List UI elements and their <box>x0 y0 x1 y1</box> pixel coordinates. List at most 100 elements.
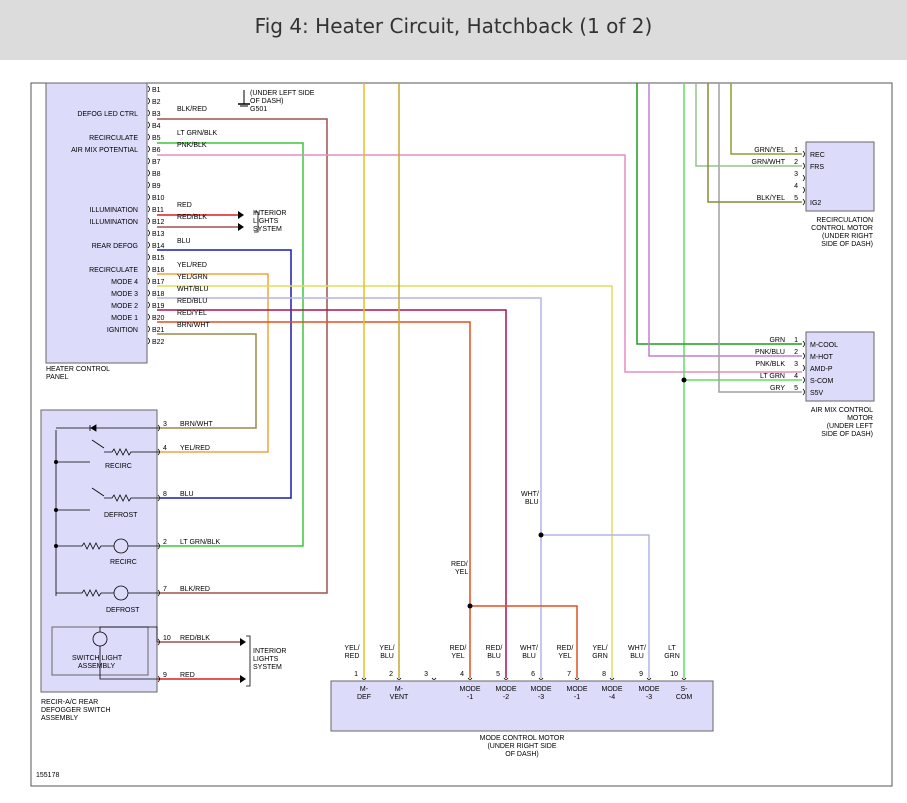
mode-wire-label: GRN <box>592 653 608 660</box>
panel-wire-label: RED/BLU <box>177 298 207 305</box>
mode-pin-function: -2 <box>503 694 509 701</box>
diagram-border <box>30 82 893 787</box>
switch-pin-tick <box>157 494 160 502</box>
airmix-motor-box <box>805 331 875 402</box>
switch-pin-number: 7 <box>163 586 167 593</box>
mode-wire-label: RED/ <box>450 645 467 652</box>
mode-pin-number: 7 <box>567 671 571 678</box>
panel-pin-tick <box>147 337 150 345</box>
bus-dot-3 <box>54 544 58 548</box>
recirc-led-resistor <box>56 542 114 550</box>
panel-pin-label: B4 <box>152 123 161 130</box>
panel-pin-tick <box>147 157 150 165</box>
wire-pnk-blu <box>648 83 802 357</box>
panel-pin-label: B17 <box>152 279 165 286</box>
panel-pin-label: B2 <box>152 99 161 106</box>
recirc-motor-label-3: (UNDER RIGHT <box>822 233 874 240</box>
airmix-pin-number: 1 <box>794 337 798 344</box>
panel-function-label: MODE 3 <box>111 291 138 298</box>
brace-interior-1 <box>254 211 259 233</box>
panel-wire-label: BRN/WHT <box>177 322 210 329</box>
mode-wire-label: YEL <box>451 653 464 660</box>
defrost-led-resistor <box>56 589 114 597</box>
figure-title: Fig 4: Heater Circuit, Hatchback (1 of 2… <box>254 14 653 38</box>
recirc-wire-label: GRN/WHT <box>752 159 786 166</box>
mode-pin-tick <box>431 677 437 680</box>
mode-wire-label: BLU <box>380 653 394 660</box>
wire-gry <box>718 83 802 393</box>
mode-pin-function: -4 <box>609 694 615 701</box>
recirc-resistor <box>104 448 160 456</box>
arrow-b12 <box>238 223 244 231</box>
mode-wire-label: RED <box>345 653 360 660</box>
panel-pin-tick <box>147 109 150 117</box>
panel-wire-label: BLU <box>177 238 191 245</box>
mode-wire-label: BLU <box>487 653 501 660</box>
panel-pin-tick <box>147 169 150 177</box>
panel-pin-tick <box>147 253 150 261</box>
arrow-sw10 <box>240 638 246 646</box>
mode-pin-function: -1 <box>574 694 580 701</box>
recirc-wire-label: GRN/YEL <box>754 147 785 154</box>
airmix-pin-number: 2 <box>794 349 798 356</box>
mode-pin-function: MODE <box>460 686 481 693</box>
switch-pin-number: 2 <box>163 539 167 546</box>
bus-dot-1 <box>54 460 58 464</box>
panel-wire-label: BLK/RED <box>177 106 207 113</box>
airmix-pin-function: AMD-P <box>810 366 833 373</box>
mode-wire-label: RED/ <box>557 645 574 652</box>
mode-pin-tick <box>467 677 473 680</box>
wire-yel-red <box>157 273 269 453</box>
splice-lt-grn <box>681 377 687 383</box>
panel-wire-label: RED/BLK <box>177 214 207 221</box>
recirc-motor-label-4: SIDE OF DASH) <box>821 241 873 248</box>
panel-pin-label: B21 <box>152 327 165 334</box>
mode-pin-function: M- <box>360 686 369 693</box>
airmix-pin-tick <box>802 340 805 348</box>
wire-grn <box>636 83 802 345</box>
recirc-pin-tick <box>802 162 805 170</box>
switch-assembly-label-1: RECIR-A/C REAR <box>41 699 98 706</box>
defrost-switch-label: DEFROST <box>104 512 138 519</box>
mode-pin-function: MODE <box>567 686 588 693</box>
recirc-pin-number: 3 <box>794 171 798 178</box>
mode-pin-number: 10 <box>670 671 678 678</box>
panel-pin-tick <box>147 277 150 285</box>
recirc-motor-label-1: RECIRCULATION <box>816 217 873 224</box>
panel-pin-label: B16 <box>152 267 165 274</box>
wire-red-blu <box>157 309 507 678</box>
mode-pin-tick <box>538 677 544 680</box>
switch-pin-tick <box>157 448 160 456</box>
interior-lights-1-line2: LIGHTS <box>253 218 279 225</box>
brace-interior-2 <box>246 635 251 687</box>
panel-pin-label: B6 <box>152 147 161 154</box>
airmix-pin-number: 5 <box>794 385 798 392</box>
wire-pnk-blk <box>157 154 802 373</box>
ground-id: G501 <box>250 106 267 113</box>
airmix-motor-label-2: MOTOR <box>847 415 873 422</box>
switch-wire-label: BLU <box>180 491 194 498</box>
panel-pin-tick <box>147 145 150 153</box>
switch-pin-number: 8 <box>163 491 167 498</box>
arrow-b11 <box>238 211 244 219</box>
panel-function-label: REAR DEFOG <box>92 243 138 250</box>
mode-pin-tick <box>396 677 402 680</box>
panel-pin-tick <box>147 85 150 93</box>
panel-function-label: RECIRCULATE <box>89 135 138 142</box>
panel-wire-label: RED <box>177 202 192 209</box>
airmix-wire-label: PNK/BLU <box>755 349 785 356</box>
panel-pin-label: B18 <box>152 291 165 298</box>
panel-wire-label: LT GRN/BLK <box>177 130 218 137</box>
airmix-motor-label-4: SIDE OF DASH) <box>821 431 873 438</box>
wire-wht-blu-branch <box>541 534 650 678</box>
airmix-pin-function: S-COM <box>810 378 834 385</box>
diode-symbol <box>90 424 97 432</box>
wire-brn-wht <box>157 333 257 429</box>
airmix-motor-label-3: (UNDER LEFT <box>827 423 874 430</box>
mid-red-yel-1: RED/ <box>451 561 468 568</box>
panel-function-label: AIR MIX POTENTIAL <box>71 147 138 154</box>
recirc-pin-number: 2 <box>794 159 798 166</box>
mode-pin-number: 3 <box>424 671 428 678</box>
wire-grn-wht <box>695 83 802 167</box>
mode-motor-label-3: OF DASH) <box>505 751 538 758</box>
